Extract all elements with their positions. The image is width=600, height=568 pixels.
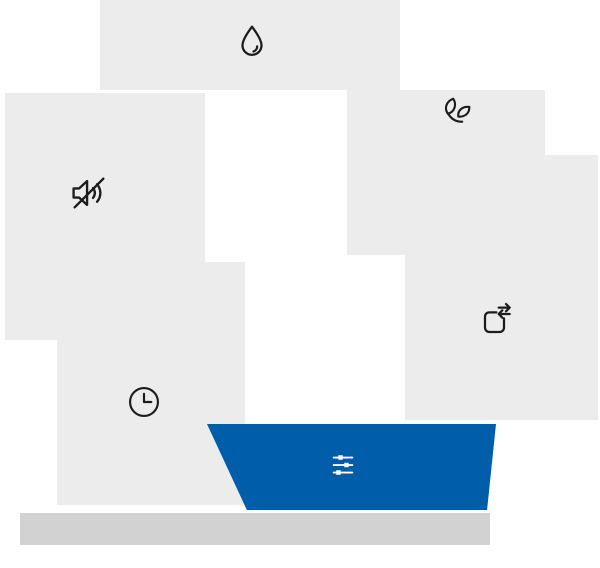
base-bar	[20, 513, 490, 545]
settings-funnel	[207, 424, 496, 510]
tile-water-drop	[100, 0, 400, 90]
water-drop-icon	[232, 22, 272, 62]
tile-connection	[405, 155, 598, 420]
sliders-icon	[328, 450, 358, 480]
connector-sync-icon	[476, 300, 516, 340]
leaf-icon	[438, 93, 476, 131]
tile-timer	[57, 262, 245, 505]
speaker-muted-icon	[68, 172, 110, 214]
clock-icon	[125, 383, 163, 421]
